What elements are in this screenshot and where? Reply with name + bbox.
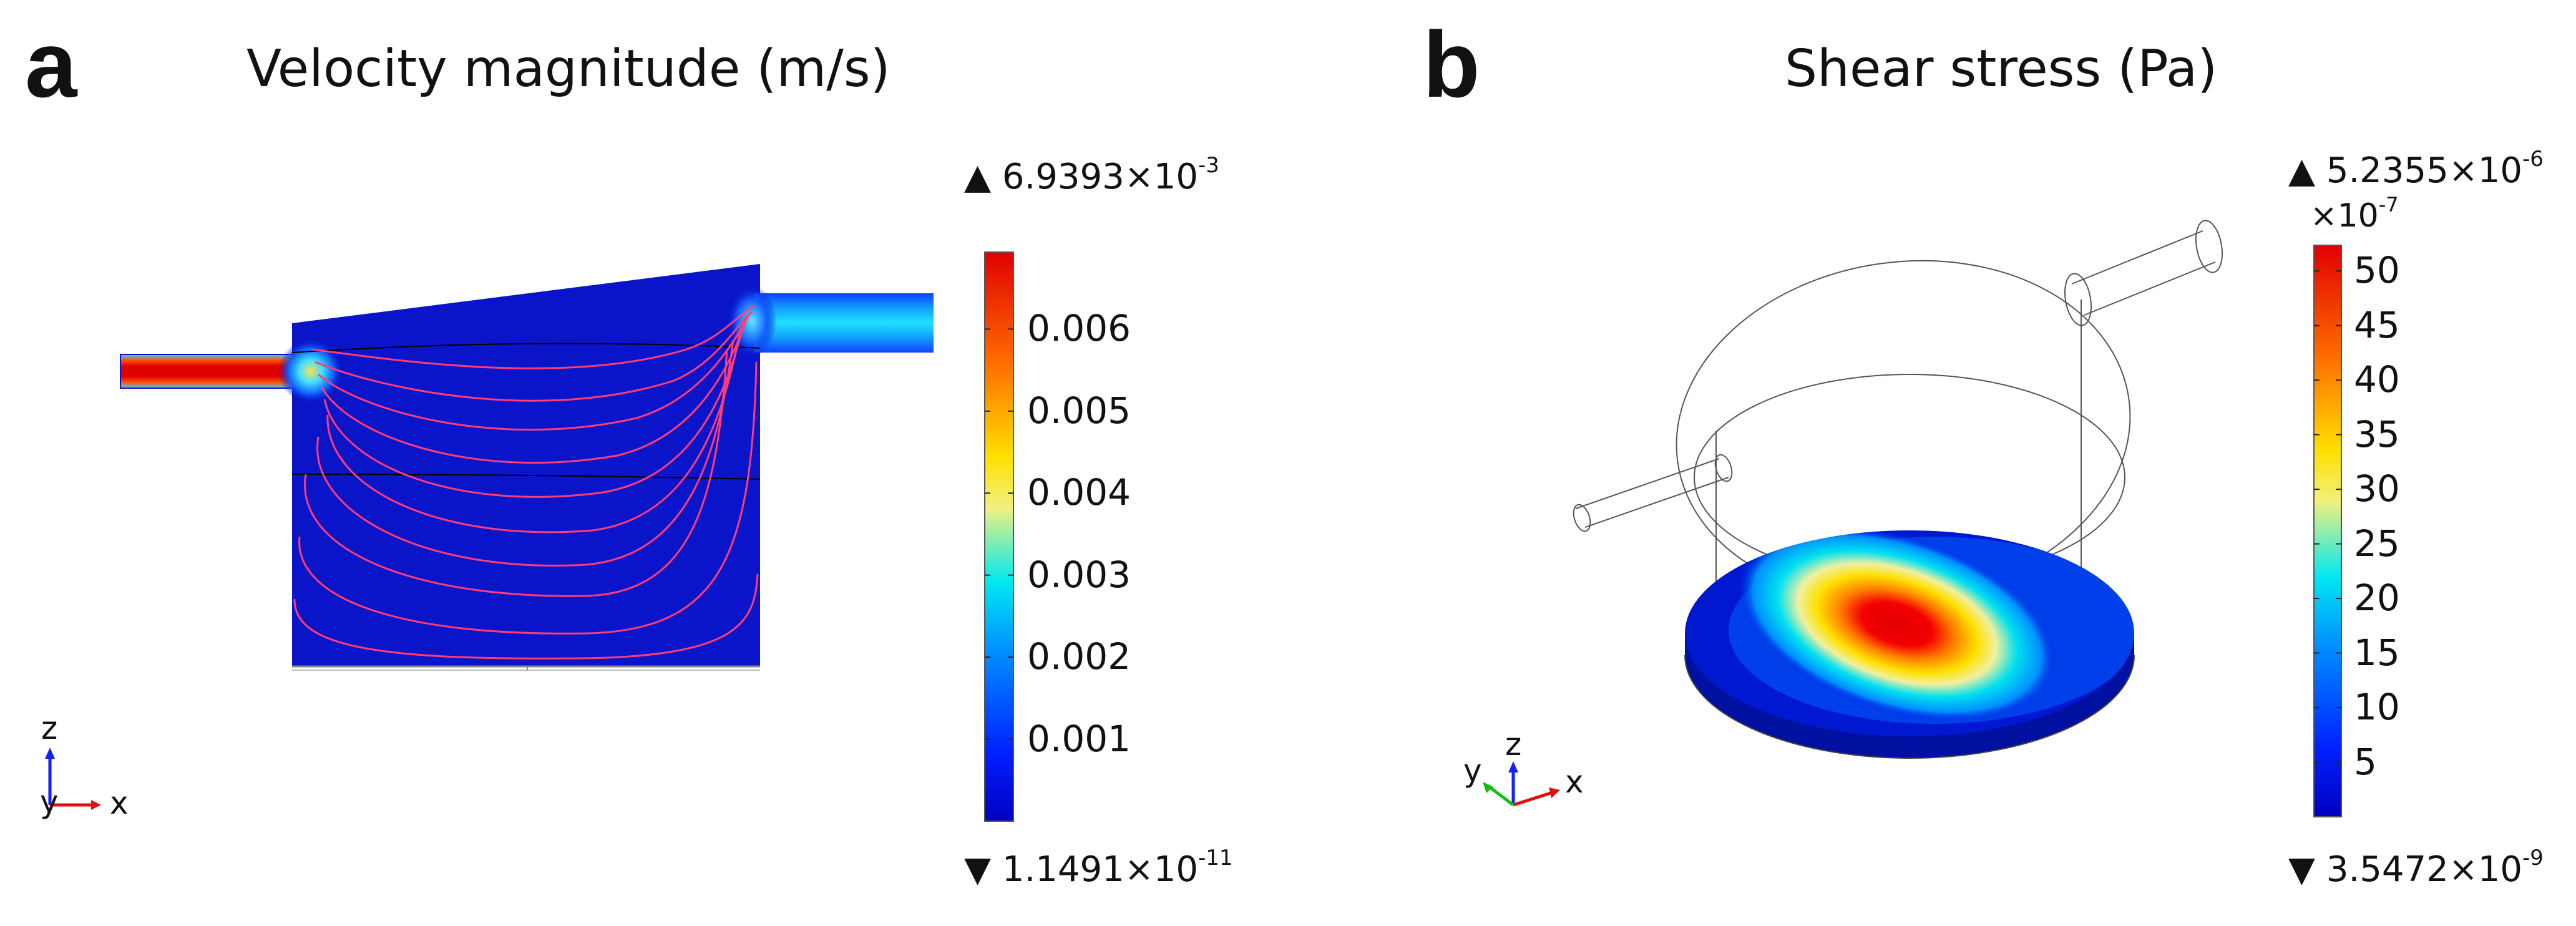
chamber-edge-mid [291, 474, 761, 480]
colorbar-a [984, 251, 1014, 822]
axis-b-y-label: y [1463, 753, 1482, 789]
axis-triad-b [1483, 761, 1560, 807]
panel_a-tick-label: 0.006 [1027, 307, 1131, 350]
panel_b-tick-label: 35 [2354, 412, 2400, 456]
axis-triad-a [45, 748, 101, 810]
panel_a-tick-label: 0.005 [1027, 389, 1131, 432]
panel-a-title: Velocity magnitude (m/s) [246, 39, 890, 99]
panel_a-tick-label: 0.004 [1027, 471, 1131, 514]
panel_b-tick-label: 20 [2354, 577, 2400, 620]
colorbar-a-ticks [985, 328, 1013, 740]
panel_b-tick-label: 30 [2354, 467, 2400, 510]
panel-a-letter: a [25, 12, 77, 117]
chamber-body [292, 264, 760, 666]
colorbar-a-min-label: ▼ 1.1491×10-11 [964, 846, 1233, 890]
axis-a-x-label: x [110, 785, 129, 821]
colorbar-b-multiplier: ×10-7 [2310, 193, 2399, 235]
shear-hotspot [1737, 530, 2057, 722]
streamlines [293, 305, 759, 660]
panel_b-tick-label: 50 [2354, 249, 2400, 292]
panel_a-tick-label: 0.003 [1027, 553, 1131, 596]
axis-a-y-label: y [40, 784, 59, 820]
colorbar-b-max-label: ▲ 5.2355×10-6 [2288, 147, 2544, 191]
panel_a-tick-label: 0.001 [1027, 717, 1131, 760]
outlet-pipe [754, 293, 934, 353]
panel_b-tick-label: 25 [2354, 522, 2400, 565]
inlet-jet-glow [278, 339, 343, 404]
panel_b-tick-label: 10 [2354, 686, 2400, 729]
disc-front-arc [1684, 655, 2135, 759]
panel_b-tick-label: 40 [2354, 358, 2400, 401]
colorbar-a-max-label: ▲ 6.9393×10-3 [964, 153, 1219, 197]
shear-stress-disc [1684, 530, 2135, 759]
outlet-tube [2064, 220, 2223, 326]
velocity-field-plot [120, 264, 934, 671]
colorbar-b-min-label: ▼ 3.5472×10-9 [2288, 846, 2544, 890]
colorbar-b-ticks [2314, 270, 2341, 763]
colorbar-b [2313, 245, 2342, 817]
panel_a-tick-label: 0.002 [1027, 635, 1131, 678]
axis-b-z-label: z [1505, 726, 1522, 763]
axis-b-x-label: x [1565, 764, 1584, 800]
axis-a-z-label: z [41, 710, 58, 746]
inlet-tube [1573, 454, 1733, 532]
panel_b-tick-label: 5 [2354, 740, 2377, 783]
panel_b-tick-label: 45 [2354, 303, 2400, 346]
panel-b-letter: b [1423, 12, 1480, 117]
inlet-pipe [120, 354, 299, 389]
panel-b-title: Shear stress (Pa) [1785, 39, 2218, 99]
panel_b-tick-label: 15 [2354, 631, 2400, 674]
